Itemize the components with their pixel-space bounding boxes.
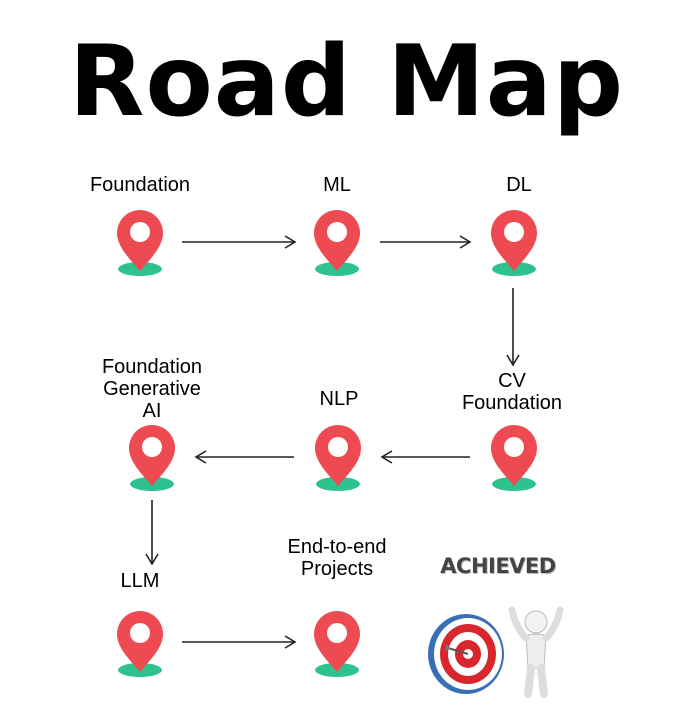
map-pin-icon (117, 611, 163, 677)
step-label-projects: End-to-end Projects (287, 536, 387, 580)
target-person-icon (428, 606, 564, 698)
step-label-cv: CV Foundation (461, 370, 563, 414)
step-label-llm: LLM (120, 570, 160, 592)
step-label-dl: DL (506, 174, 532, 196)
step-label-gen-ai: Foundation Generative AI (101, 356, 203, 422)
step-label-ml: ML (323, 174, 351, 196)
map-pin-icon (117, 210, 163, 276)
step-label-foundation: Foundation (89, 174, 191, 196)
map-pin-icon (491, 425, 537, 491)
map-pin-icon (314, 210, 360, 276)
achieved-badge: ACHIEVED (418, 548, 578, 698)
achieved-text: ACHIEVED (440, 554, 556, 578)
map-pin-icon (129, 425, 175, 491)
map-pin-icon (314, 611, 360, 677)
map-pin-icon (491, 210, 537, 276)
step-label-nlp: NLP (319, 388, 359, 410)
map-pin-icon (315, 425, 361, 491)
page-title: Road Map (69, 25, 624, 139)
